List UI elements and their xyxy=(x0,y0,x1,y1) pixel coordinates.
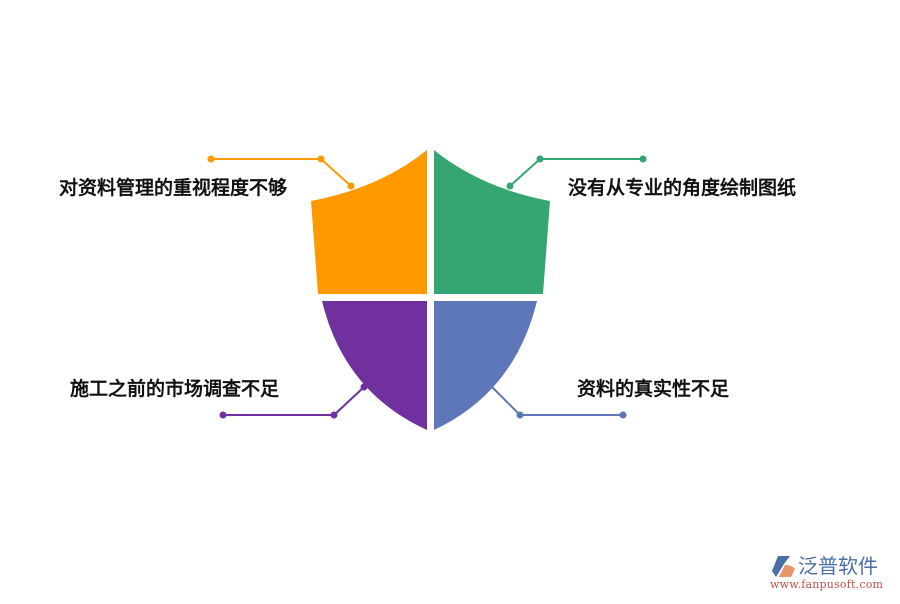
connector-bottom-right xyxy=(491,386,627,419)
shield-quadrant-top-left xyxy=(311,150,427,294)
label-bottom-left: 施工之前的市场调查不足 xyxy=(70,378,280,400)
watermark-url: www.fanpusoft.com xyxy=(770,578,884,591)
fanpu-logo-icon xyxy=(772,556,795,577)
connector-top-right xyxy=(506,155,647,190)
shield-quadrant-top-right xyxy=(434,150,550,294)
watermark-name: 泛普软件 xyxy=(798,554,878,578)
shield-quadrant-bottom-left xyxy=(322,301,427,430)
label-top-right: 没有从专业的角度绘制图纸 xyxy=(568,177,797,199)
connector-bottom-left xyxy=(219,383,368,419)
label-bottom-right: 资料的真实性不足 xyxy=(577,378,730,400)
connector-top-left xyxy=(207,155,355,190)
watermark-logo: 泛普软件 www.fanpusoft.com xyxy=(768,552,894,592)
shield-quadrant-bottom-right xyxy=(434,301,537,430)
label-top-left: 对资料管理的重视程度不够 xyxy=(59,177,288,199)
